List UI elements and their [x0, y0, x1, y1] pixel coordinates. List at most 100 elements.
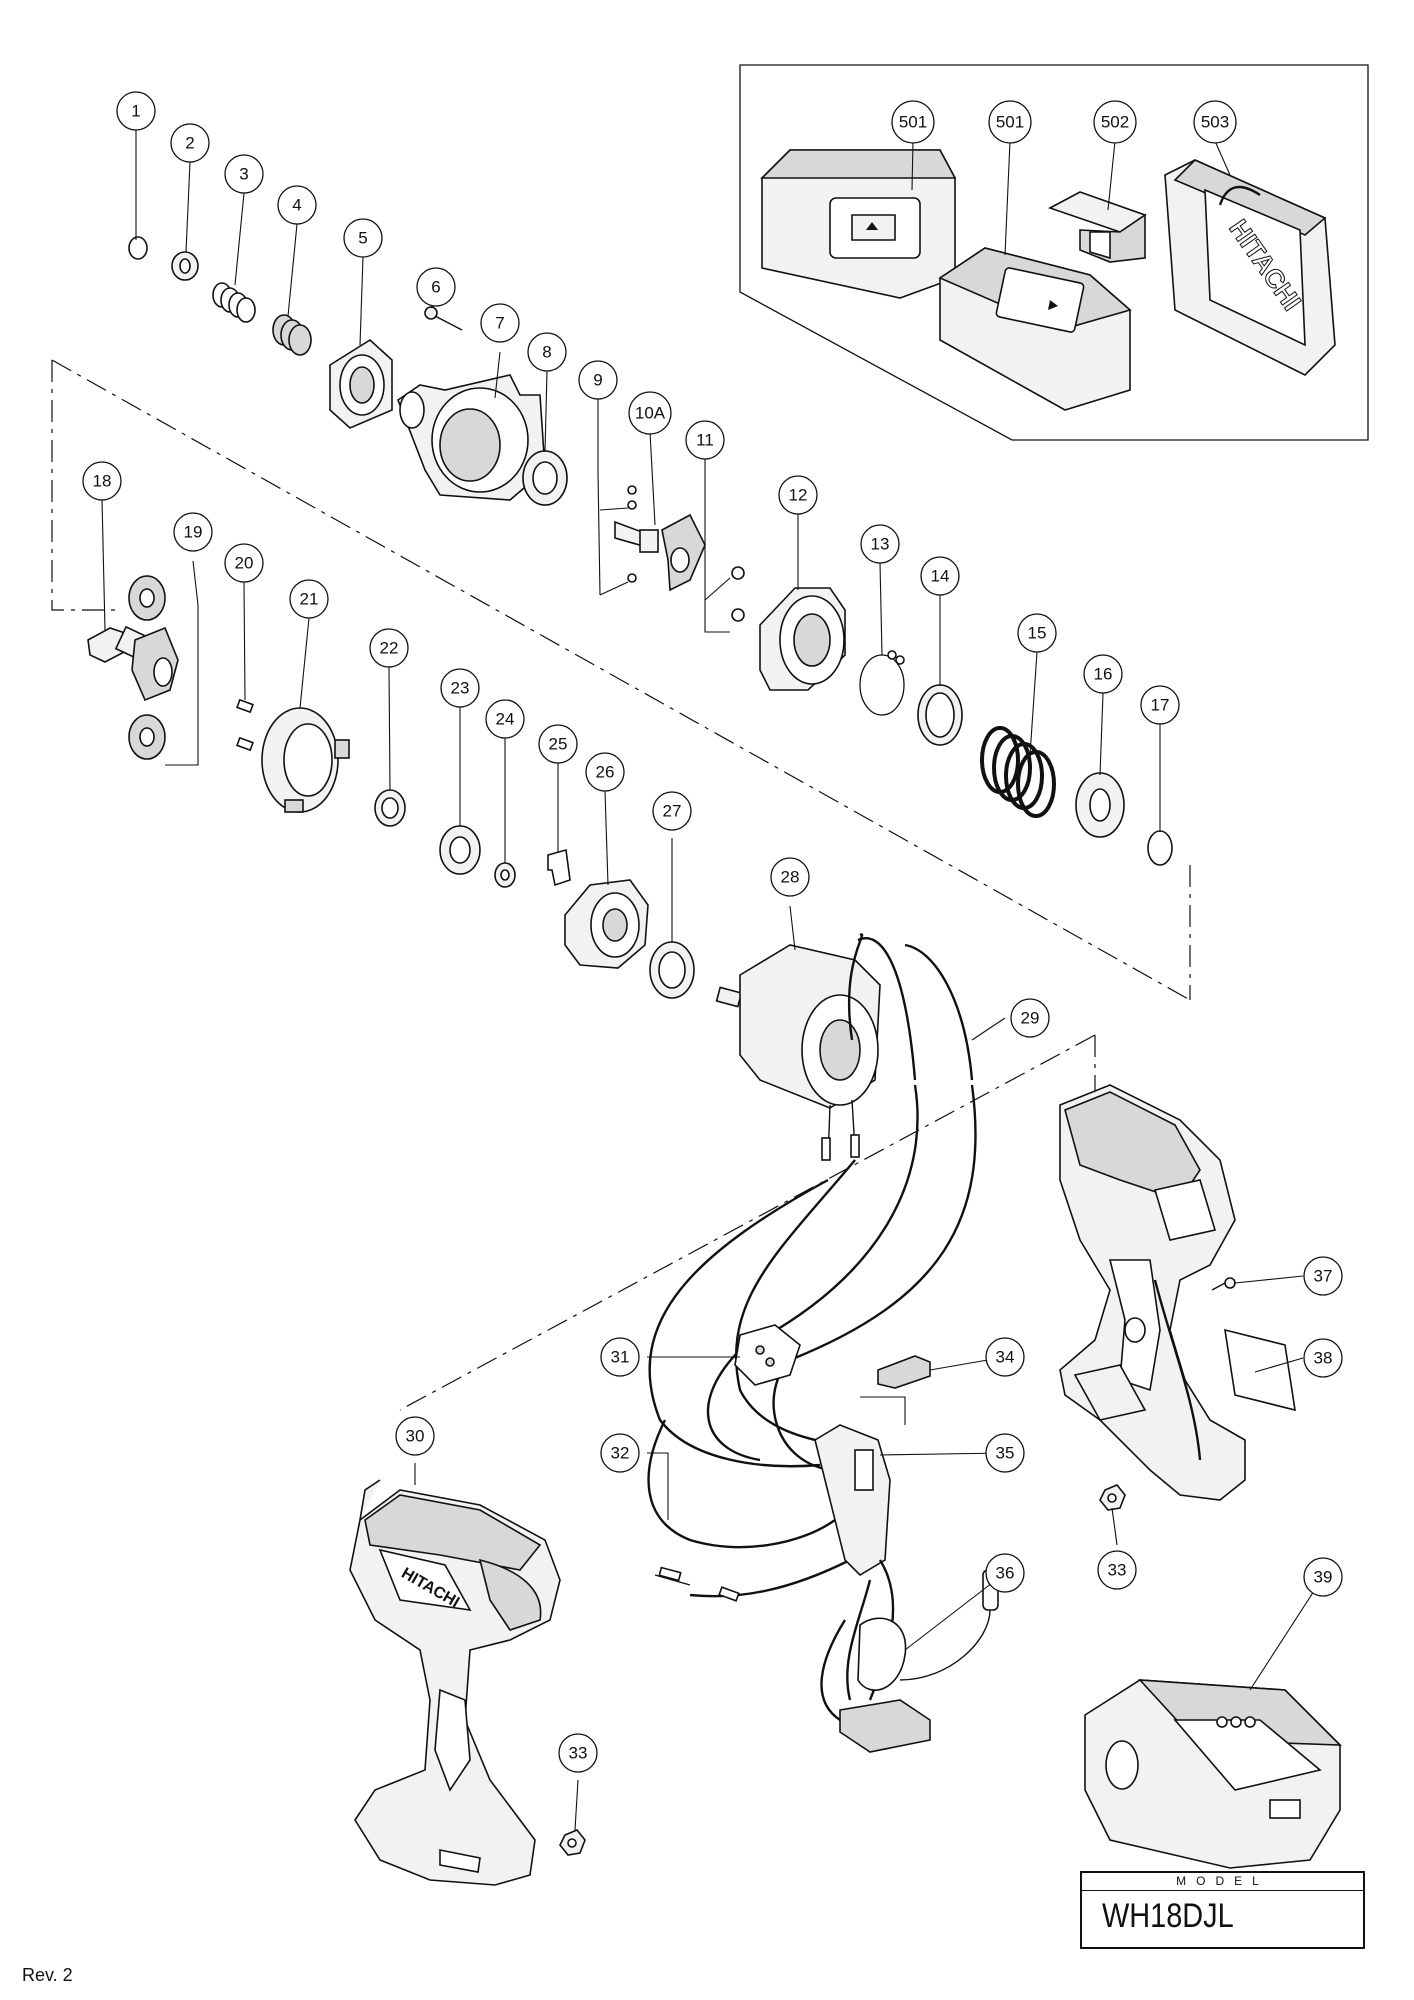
callout-22: 22	[369, 628, 409, 668]
callout-label: 502	[1101, 113, 1129, 132]
part-5-sleeve	[329, 339, 393, 429]
callout-label: 22	[380, 639, 399, 658]
callout-label: 21	[300, 590, 319, 609]
callout-label: 24	[496, 710, 515, 729]
callout-label: 25	[549, 735, 568, 754]
callout-label: 6	[431, 278, 440, 297]
accessories-box	[739, 64, 1369, 441]
callout-label: 33	[569, 1744, 588, 1763]
leader-lines	[101, 130, 1324, 1831]
part-37-screw	[1211, 1277, 1236, 1291]
callout-label: 33	[1108, 1561, 1127, 1580]
charger-501-a	[760, 149, 957, 299]
callout-7: 7	[480, 303, 520, 343]
callout-label: 17	[1151, 696, 1170, 715]
housing-left: HITACHI	[349, 1479, 561, 1886]
callout-label: 8	[542, 343, 551, 362]
callout-label: 34	[996, 1348, 1015, 1367]
callout-8: 8	[527, 332, 567, 372]
part-35-switch	[814, 1424, 895, 1701]
callout-9: 9	[578, 360, 618, 400]
callout-label: 35	[996, 1444, 1015, 1463]
wiring-harness	[647, 1084, 977, 1602]
callout-501: 501	[891, 100, 935, 144]
callout-label: 501	[996, 113, 1024, 132]
part-12-hammer	[759, 587, 846, 691]
callout-25: 25	[538, 724, 578, 764]
part-29-wires	[857, 937, 974, 1081]
callout-label: 501	[899, 113, 927, 132]
callout-33: 33	[1097, 1550, 1137, 1590]
callout-label: 14	[931, 567, 950, 586]
callout-24: 24	[485, 699, 525, 739]
part-9-steel-balls	[597, 471, 637, 596]
part-15-spring	[980, 726, 1056, 818]
callout-label: 39	[1314, 1568, 1333, 1587]
part-28-motor	[715, 933, 881, 1161]
part-19-gears	[128, 575, 199, 766]
callout-38: 38	[1303, 1338, 1343, 1378]
part-4-spring	[272, 314, 312, 356]
callout-label: 30	[406, 1427, 425, 1446]
callout-13: 13	[860, 524, 900, 564]
callout-14: 14	[920, 556, 960, 596]
callout-502: 502	[1093, 100, 1137, 144]
callout-label: 31	[611, 1348, 630, 1367]
part-20-pins	[236, 698, 254, 752]
callout-26: 26	[585, 752, 625, 792]
housing-right	[1059, 1084, 1246, 1501]
part-39-battery	[1084, 1679, 1343, 1869]
callout-label: 32	[611, 1444, 630, 1463]
callout-3: 3	[224, 154, 264, 194]
callout-18: 18	[82, 461, 122, 501]
callout-label: 19	[184, 523, 203, 542]
cover-502	[1048, 191, 1147, 263]
carrying-case-503: HITACHI	[1164, 159, 1336, 376]
callout-label: 16	[1094, 665, 1113, 684]
callout-35: 35	[985, 1433, 1025, 1473]
callout-label: 2	[185, 134, 194, 153]
callout-12: 12	[778, 475, 818, 515]
callout-20: 20	[224, 543, 264, 583]
callout-label: 28	[781, 868, 800, 887]
callout-label: 36	[996, 1564, 1015, 1583]
part-33-nut-left	[559, 1829, 586, 1856]
callout-label: 20	[235, 554, 254, 573]
callout-5: 5	[343, 218, 383, 258]
part-17-ring	[1147, 830, 1173, 866]
callout-39: 39	[1303, 1557, 1343, 1597]
part-10a-anvil	[614, 513, 706, 592]
part-34-switch-lever	[860, 1355, 931, 1425]
part-1-ring	[128, 236, 148, 260]
callouts: 12345678910A1112131415161718192021222324…	[82, 91, 1343, 1773]
callout-28: 28	[770, 857, 810, 897]
callout-label: 26	[596, 763, 615, 782]
callout-label: 29	[1021, 1009, 1040, 1028]
callout-label: 7	[495, 314, 504, 333]
part-25-clip	[547, 848, 571, 887]
callout-label: 1	[131, 102, 140, 121]
callout-label: 13	[871, 535, 890, 554]
callout-37: 37	[1303, 1256, 1343, 1296]
callout-label: 10A	[635, 404, 666, 423]
callout-36: 36	[985, 1553, 1025, 1593]
charger-501-b	[938, 247, 1132, 411]
callout-29: 29	[1010, 998, 1050, 1038]
callout-23: 23	[440, 668, 480, 708]
callout-503: 503	[1193, 100, 1237, 144]
callout-6: 6	[416, 267, 456, 307]
callout-34: 34	[985, 1337, 1025, 1377]
callout-501: 501	[988, 100, 1032, 144]
callout-label: 4	[292, 196, 301, 215]
callout-label: 503	[1201, 113, 1229, 132]
callout-31: 31	[600, 1337, 640, 1377]
part-21-internal-gear	[261, 707, 350, 813]
callout-label: 3	[239, 165, 248, 184]
callout-27: 27	[652, 791, 692, 831]
model-box: MODEL WH18DJL	[1080, 1871, 1365, 1949]
part-3-spring	[212, 282, 256, 323]
callout-21: 21	[289, 579, 329, 619]
callout-label: 23	[451, 679, 470, 698]
callout-label: 5	[358, 229, 367, 248]
